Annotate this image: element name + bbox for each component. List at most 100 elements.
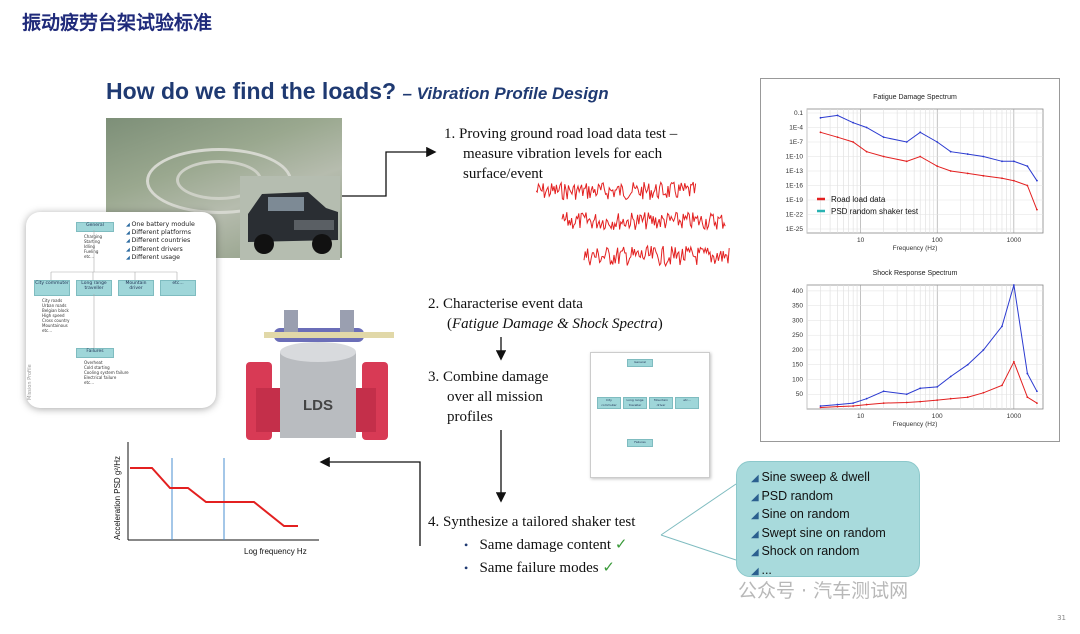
road-signal-trace [536,181,697,201]
thumb-failures-box: Failures [627,439,653,447]
shaker-rod [264,332,394,338]
shaker-label: LDS [303,397,333,414]
series-point [982,391,985,394]
road-signal-trace [561,211,726,231]
callout-pointer [660,534,737,561]
series-point [905,141,908,143]
series-point [982,174,985,177]
series-point [919,155,922,158]
shaker-body [280,352,356,438]
series-point [1036,208,1038,211]
bullet: • [464,561,469,575]
road-signal-trace [583,244,730,268]
series-point [1036,402,1038,404]
series-point [905,401,908,404]
series-point [819,116,822,119]
test-type-item: Shock on random [751,543,886,562]
series-point [1001,160,1003,163]
test-type-item: Sine on random [751,506,886,525]
series-point [852,121,855,124]
mission-box-city: City commuter [34,280,70,296]
y-tick-label: 1E-25 [786,226,804,233]
step-1: 1. Proving ground road load data test – … [444,124,677,184]
series-point [1026,396,1029,399]
y-tick-label: 250 [792,332,803,339]
mission-box-mountain: Mountain driver [118,280,154,296]
series-point [1012,160,1015,163]
series-point [865,403,868,406]
general-items: Charging Starting Idling Fueling etc... [84,234,103,259]
step-4: 4. Synthesize a tailored shaker test • S… [428,512,635,578]
series-point [852,141,855,143]
shaker-illustration: LDS [246,310,394,440]
suv-wheel [254,234,274,254]
callout-pointer [660,483,737,536]
series-point [1026,165,1029,168]
thumb-box: Mountain driver [649,397,673,409]
x-axis-label: Frequency (Hz) [893,421,938,428]
series-point [1001,325,1003,328]
series-point [936,165,939,168]
failures-box: Failures [76,348,114,358]
y-tick-label: 0.1 [794,110,803,117]
legend-label: Road load data [831,195,886,204]
mission-bullet: One battery module [126,221,194,229]
page-number: 31 [1057,614,1066,622]
mission-profile-thumbnail: General City commuter Long range travell… [590,352,710,478]
series-point [919,131,922,134]
y-tick-label: 350 [792,303,803,310]
mission-connectors [50,230,178,348]
test-type-item: Sine sweep & dwell [751,469,886,488]
series-point [936,385,939,388]
y-tick-label: 1E-13 [786,168,804,175]
city-items: City roads Urban roads Belgian block Hig… [42,298,70,333]
series-point [1026,184,1029,187]
test-types-callout: Sine sweep & dwell PSD random Sine on ra… [736,461,920,577]
series-point [949,150,952,153]
slide-title-main: How do we find the loads? [106,78,397,104]
series-point [919,400,922,403]
suv-wheel [312,234,332,254]
step-2: 2. Characterise event data (Fatigue Dama… [428,294,663,334]
arrow-photo-to-step1 [342,146,437,197]
series-point [966,396,969,399]
series-point [882,136,885,139]
check-icon: ✓ [602,560,615,576]
mission-bullet: Different drivers [126,246,195,254]
x-tick-label: 10 [857,413,865,420]
series-point [1012,360,1015,363]
step-3-line: profiles [447,409,493,425]
test-type-item: ... [751,562,886,581]
psd-xlabel: Log frequency Hz [244,547,307,556]
series-point [819,131,822,134]
x-tick-label: 100 [932,413,943,420]
chart-title: Fatigue Damage Spectrum [873,94,957,101]
thumb-general-box: General [627,359,653,367]
legend-label: PSD random shaker test [831,207,919,216]
shaker-top [280,342,356,362]
bullet-text: Same damage content [479,537,612,553]
series-point [819,405,822,407]
series-point [836,403,839,406]
mission-bullet: Different platforms [126,229,195,237]
series-point [865,126,868,129]
series-point [919,387,922,390]
step-1-line: 1. Proving ground road load data test – [444,126,678,142]
step-3: 3. Combine damage over all mission profi… [428,367,548,427]
series-point [1001,384,1003,387]
x-tick-label: 10 [857,237,865,244]
series-point [1036,179,1038,182]
step-4-line: 4. Synthesize a tailored shaker test [428,514,636,530]
y-tick-label: 1E-4 [789,125,803,132]
y-tick-label: 300 [792,317,803,324]
series-point [1026,372,1029,375]
thumb-box: City commuter [597,397,621,409]
paren: ) [657,316,663,332]
series-point [836,136,839,139]
bullet: • [464,538,469,552]
step-3-line: over all mission [447,389,543,405]
road-load-signals [536,181,730,268]
step-2-line: (Fatigue Damage & Shock Spectra) [428,314,663,334]
series-point [865,397,868,400]
